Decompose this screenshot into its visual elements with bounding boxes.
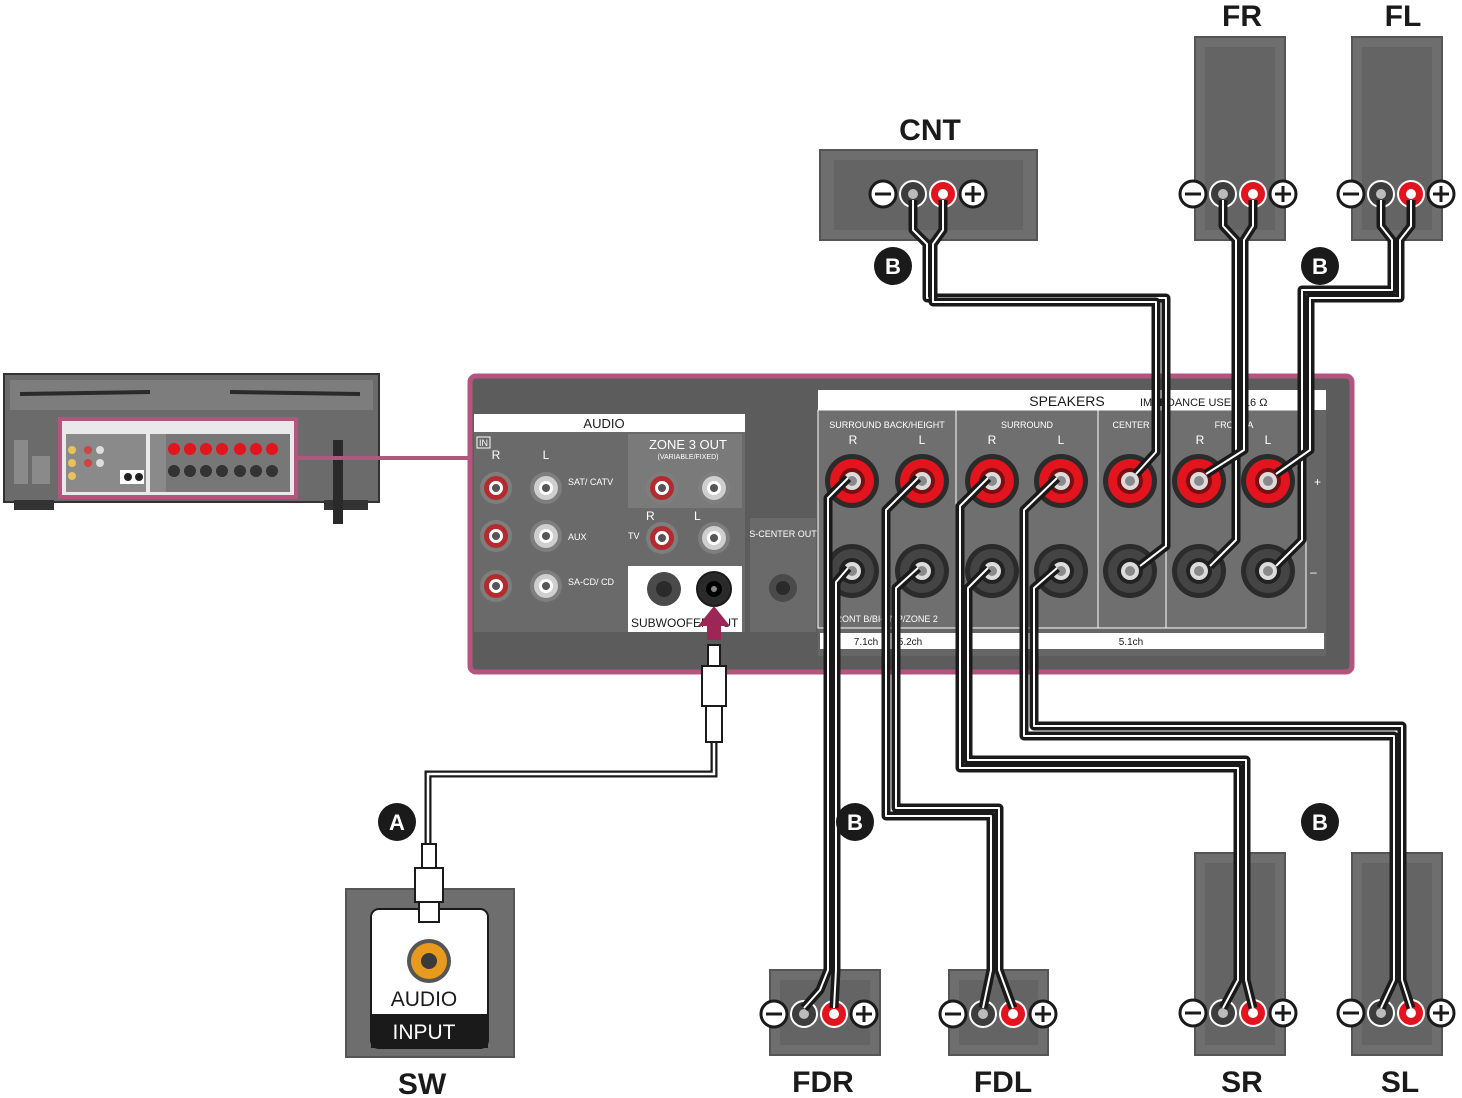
ch-7-1-label: 7.1ch	[854, 637, 878, 648]
marker-b-center-label: B	[885, 254, 901, 279]
sbh-r-plus-terminal[interactable]	[825, 454, 879, 508]
front-dolby-right-speaker-label: FDR	[792, 1066, 854, 1098]
front-left-speaker-label: FL	[1385, 0, 1422, 33]
sbh-r-label: R	[849, 433, 858, 447]
sur-r-label: R	[988, 433, 997, 447]
audio-header: AUDIO	[583, 416, 624, 431]
sbh-l-label: L	[919, 433, 926, 447]
sat-catv-label: SAT/ CATV	[568, 477, 613, 487]
sur-r-minus-terminal[interactable]	[965, 544, 1019, 598]
tv-l-jack[interactable]	[698, 522, 730, 554]
minus-label: –	[1310, 565, 1317, 579]
s-center-out-label: S-CENTER OUT	[749, 529, 817, 539]
audio-input-section: AUDIO IN R L SAT/ CATV AUX SA-CD/ CD ZON…	[474, 414, 745, 632]
sur-l-plus-terminal[interactable]	[1034, 454, 1088, 508]
marker-b-surround-label: B	[1312, 810, 1328, 835]
sur-l-label: L	[1058, 433, 1065, 447]
marker-b-surround: B	[1301, 803, 1339, 841]
ch-5-1-label: 5.1ch	[1119, 637, 1143, 648]
subwoofer-jack-line2: INPUT	[393, 1021, 456, 1044]
ch-5-2-label: 5.2ch	[898, 637, 922, 648]
sacd-cd-l-jack[interactable]	[530, 570, 562, 602]
front-dolby-left-speaker-label: FDL	[974, 1066, 1032, 1098]
aux-label: AUX	[568, 532, 587, 542]
center-label: CENTER	[1112, 420, 1150, 430]
speaker-cables	[800, 200, 1416, 1011]
receiver-rear-thumbnail	[3, 373, 380, 524]
speaker-front-dolby-left: FDL	[938, 969, 1058, 1098]
in-label: IN	[479, 438, 488, 448]
surround-left-speaker-label: SL	[1381, 1066, 1419, 1098]
sacd-cd-label: SA-CD/ CD	[568, 577, 615, 587]
speaker-front-right: FR	[1178, 0, 1298, 241]
tv-label: TV	[628, 531, 640, 541]
plus-label: +	[1314, 475, 1321, 489]
aux-r-jack[interactable]	[480, 520, 512, 552]
tv-r-label: R	[646, 509, 655, 523]
marker-a: A	[378, 803, 416, 841]
insert-arrow-icon	[698, 606, 730, 640]
center-minus-terminal[interactable]	[1103, 544, 1157, 598]
surround-label: SURROUND	[1001, 420, 1054, 430]
audio-l-label: L	[543, 448, 550, 462]
front-r-label: R	[1196, 433, 1205, 447]
aux-l-jack[interactable]	[530, 520, 562, 552]
audio-cable	[414, 606, 730, 923]
sbh-l-plus-terminal[interactable]	[895, 454, 949, 508]
front-l-label: L	[1265, 433, 1272, 447]
zone3-l-jack[interactable]	[698, 472, 730, 504]
marker-b-dolby: B	[836, 803, 874, 841]
tv-l-label: L	[694, 509, 701, 523]
speakers-header: SPEAKERS	[1029, 393, 1104, 409]
marker-b-dolby-label: B	[847, 810, 863, 835]
marker-b-center: B	[874, 247, 912, 285]
zone3-r-jack[interactable]	[646, 472, 678, 504]
marker-a-label: A	[389, 810, 405, 835]
speaker-front-left: FL	[1336, 0, 1456, 241]
s-center-out-section: S-CENTER OUT	[749, 518, 817, 632]
center-speaker-label: CNT	[899, 114, 961, 147]
marker-b-front-label: B	[1312, 254, 1328, 279]
sat-catv-r-jack[interactable]	[480, 472, 512, 504]
zone3-sub-label: (VARIABLE/FIXED)	[658, 454, 719, 461]
audio-r-label: R	[492, 448, 501, 462]
sat-catv-l-jack[interactable]	[530, 472, 562, 504]
surround-right-speaker-label: SR	[1221, 1066, 1263, 1098]
receiver-rear-panel: AUDIO IN R L SAT/ CATV AUX SA-CD/ CD ZON…	[467, 373, 1355, 675]
tv-r-jack[interactable]	[646, 522, 678, 554]
speaker-center: CNT	[819, 114, 1038, 241]
sur-l-minus-terminal[interactable]	[1034, 544, 1088, 598]
sbh-l-minus-terminal[interactable]	[895, 544, 949, 598]
subwoofer-jack-line1: AUDIO	[391, 988, 458, 1011]
sur-r-plus-terminal[interactable]	[965, 454, 1019, 508]
zone3-out-label: ZONE 3 OUT	[649, 437, 727, 452]
marker-b-front: B	[1301, 247, 1339, 285]
speaker-front-dolby-right: FDR	[759, 969, 881, 1098]
surround-back-height-label: SURROUND BACK/HEIGHT	[829, 420, 945, 430]
front-right-speaker-label: FR	[1222, 0, 1262, 33]
sacd-cd-r-jack[interactable]	[480, 570, 512, 602]
subwoofer-label: SW	[398, 1068, 447, 1098]
